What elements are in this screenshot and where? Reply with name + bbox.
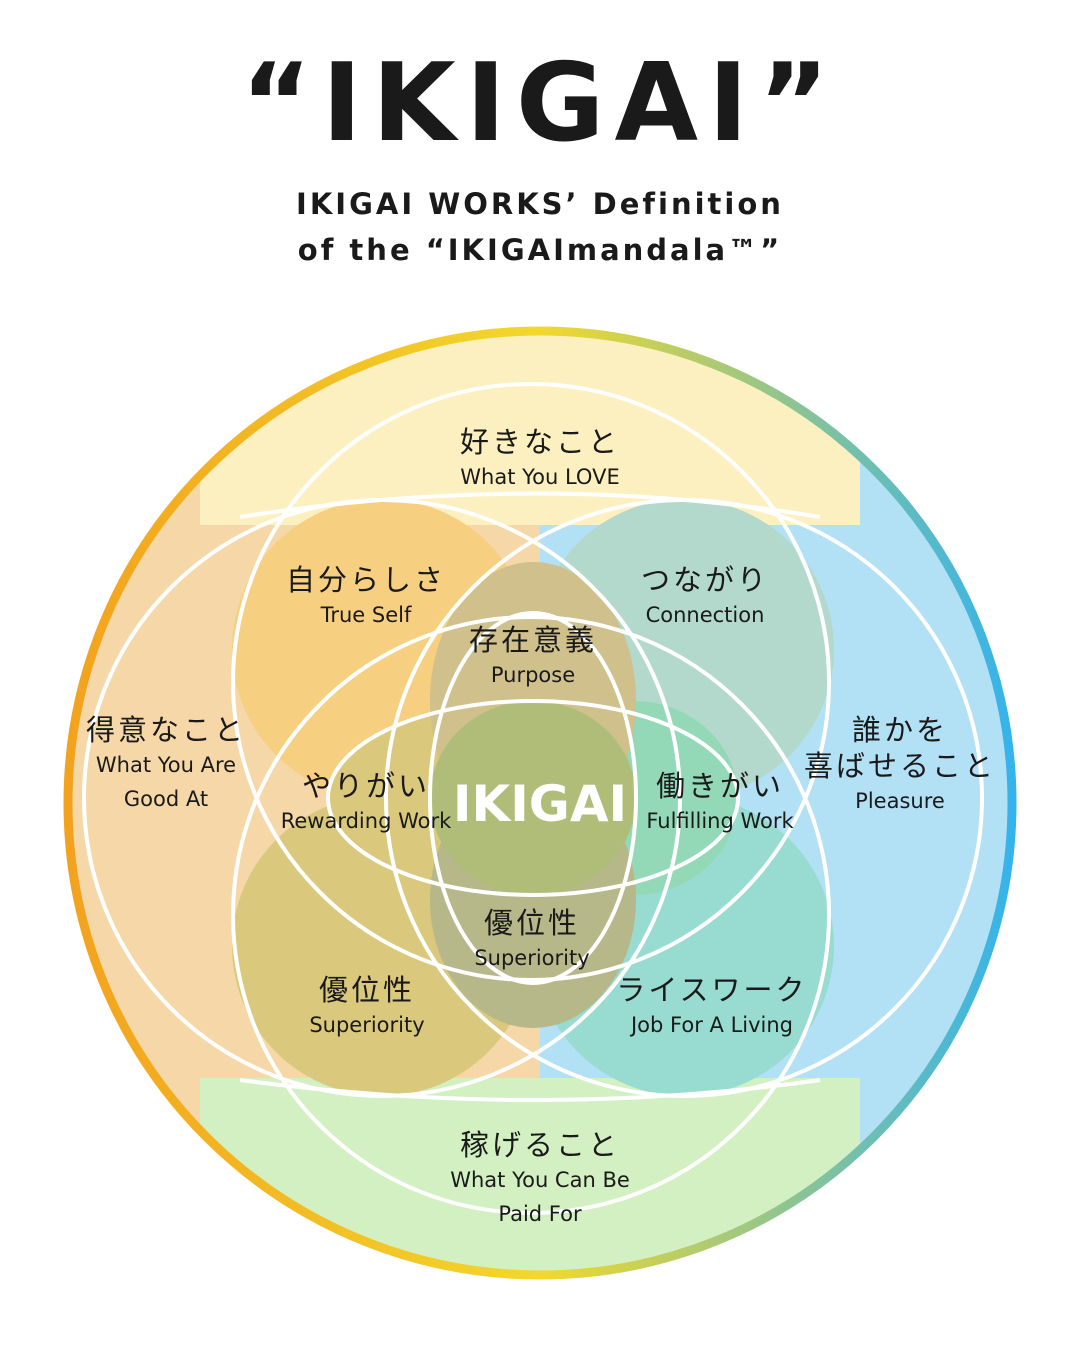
label-purpose-en: Purpose: [490, 663, 576, 687]
label-fulfilling-en: Fulfilling Work: [646, 809, 794, 833]
label-good-at: 得意なこと What You Are Good At: [86, 712, 246, 816]
label-pleasure-jp-2: 喜ばせること: [803, 749, 997, 783]
label-love: 好きなこと What You LOVE: [460, 424, 620, 494]
region-center: [430, 701, 636, 895]
label-superiority-inner-en: Superiority: [474, 946, 590, 970]
label-love-en: What You LOVE: [460, 465, 620, 489]
main-title: “IKIGAI”: [240, 41, 840, 166]
subtitle-line-1: IKIGAI WORKS’ Definition: [296, 187, 784, 221]
label-fulfilling: 働きがい Fulfilling Work: [646, 768, 793, 838]
label-center-ikigai: IKIGAI: [452, 775, 628, 833]
label-good-at-en-1: What You Are: [95, 753, 237, 777]
label-superiority-outer-jp: 優位性: [318, 973, 415, 1007]
label-connection-jp: つながり: [640, 563, 770, 597]
label-purpose-jp: 存在意義: [468, 623, 598, 657]
label-purpose: 存在意義 Purpose: [469, 622, 597, 692]
label-pleasure-en: Pleasure: [855, 789, 945, 813]
label-connection: つながり Connection: [641, 562, 769, 632]
mandala-outlines: [82, 382, 984, 1215]
label-rewarding-jp: やりがい: [301, 769, 431, 803]
label-job: ライスワーク Job For A Living: [616, 972, 807, 1042]
subtitle-line-2: of the “IKIGAImandala™”: [297, 233, 783, 267]
label-true-self-jp: 自分らしさ: [285, 563, 447, 597]
label-paid: 稼げること What You Can Be Paid For: [450, 1127, 630, 1231]
label-job-jp: ライスワーク: [616, 973, 808, 1007]
label-fulfilling-jp: 働きがい: [655, 769, 784, 803]
label-paid-en-1: What You Can Be: [450, 1168, 630, 1192]
label-true-self-en: True Self: [320, 603, 412, 627]
label-rewarding-en: Rewarding Work: [280, 809, 452, 833]
label-paid-jp: 稼げること: [459, 1128, 621, 1162]
label-pleasure-jp-1: 誰かを: [851, 713, 949, 747]
outer-ring: [63, 326, 1017, 1280]
label-superiority-inner: 優位性 Superiority: [474, 905, 589, 975]
label-superiority-outer: 優位性 Superiority: [309, 972, 424, 1042]
label-superiority-inner-jp: 優位性: [483, 906, 580, 940]
label-paid-en-2: Paid For: [498, 1202, 582, 1226]
label-rewarding: やりがい Rewarding Work: [281, 768, 452, 838]
label-superiority-outer-en: Superiority: [309, 1013, 425, 1037]
label-love-jp: 好きなこと: [459, 425, 621, 459]
label-good-at-jp: 得意なこと: [85, 713, 247, 747]
label-connection-en: Connection: [645, 603, 765, 627]
label-good-at-en-2: Good At: [123, 787, 209, 811]
label-true-self: 自分らしさ True Self: [286, 562, 446, 632]
label-pleasure: 誰かを 喜ばせること Pleasure: [804, 712, 996, 818]
label-job-en: Job For A Living: [630, 1013, 794, 1037]
